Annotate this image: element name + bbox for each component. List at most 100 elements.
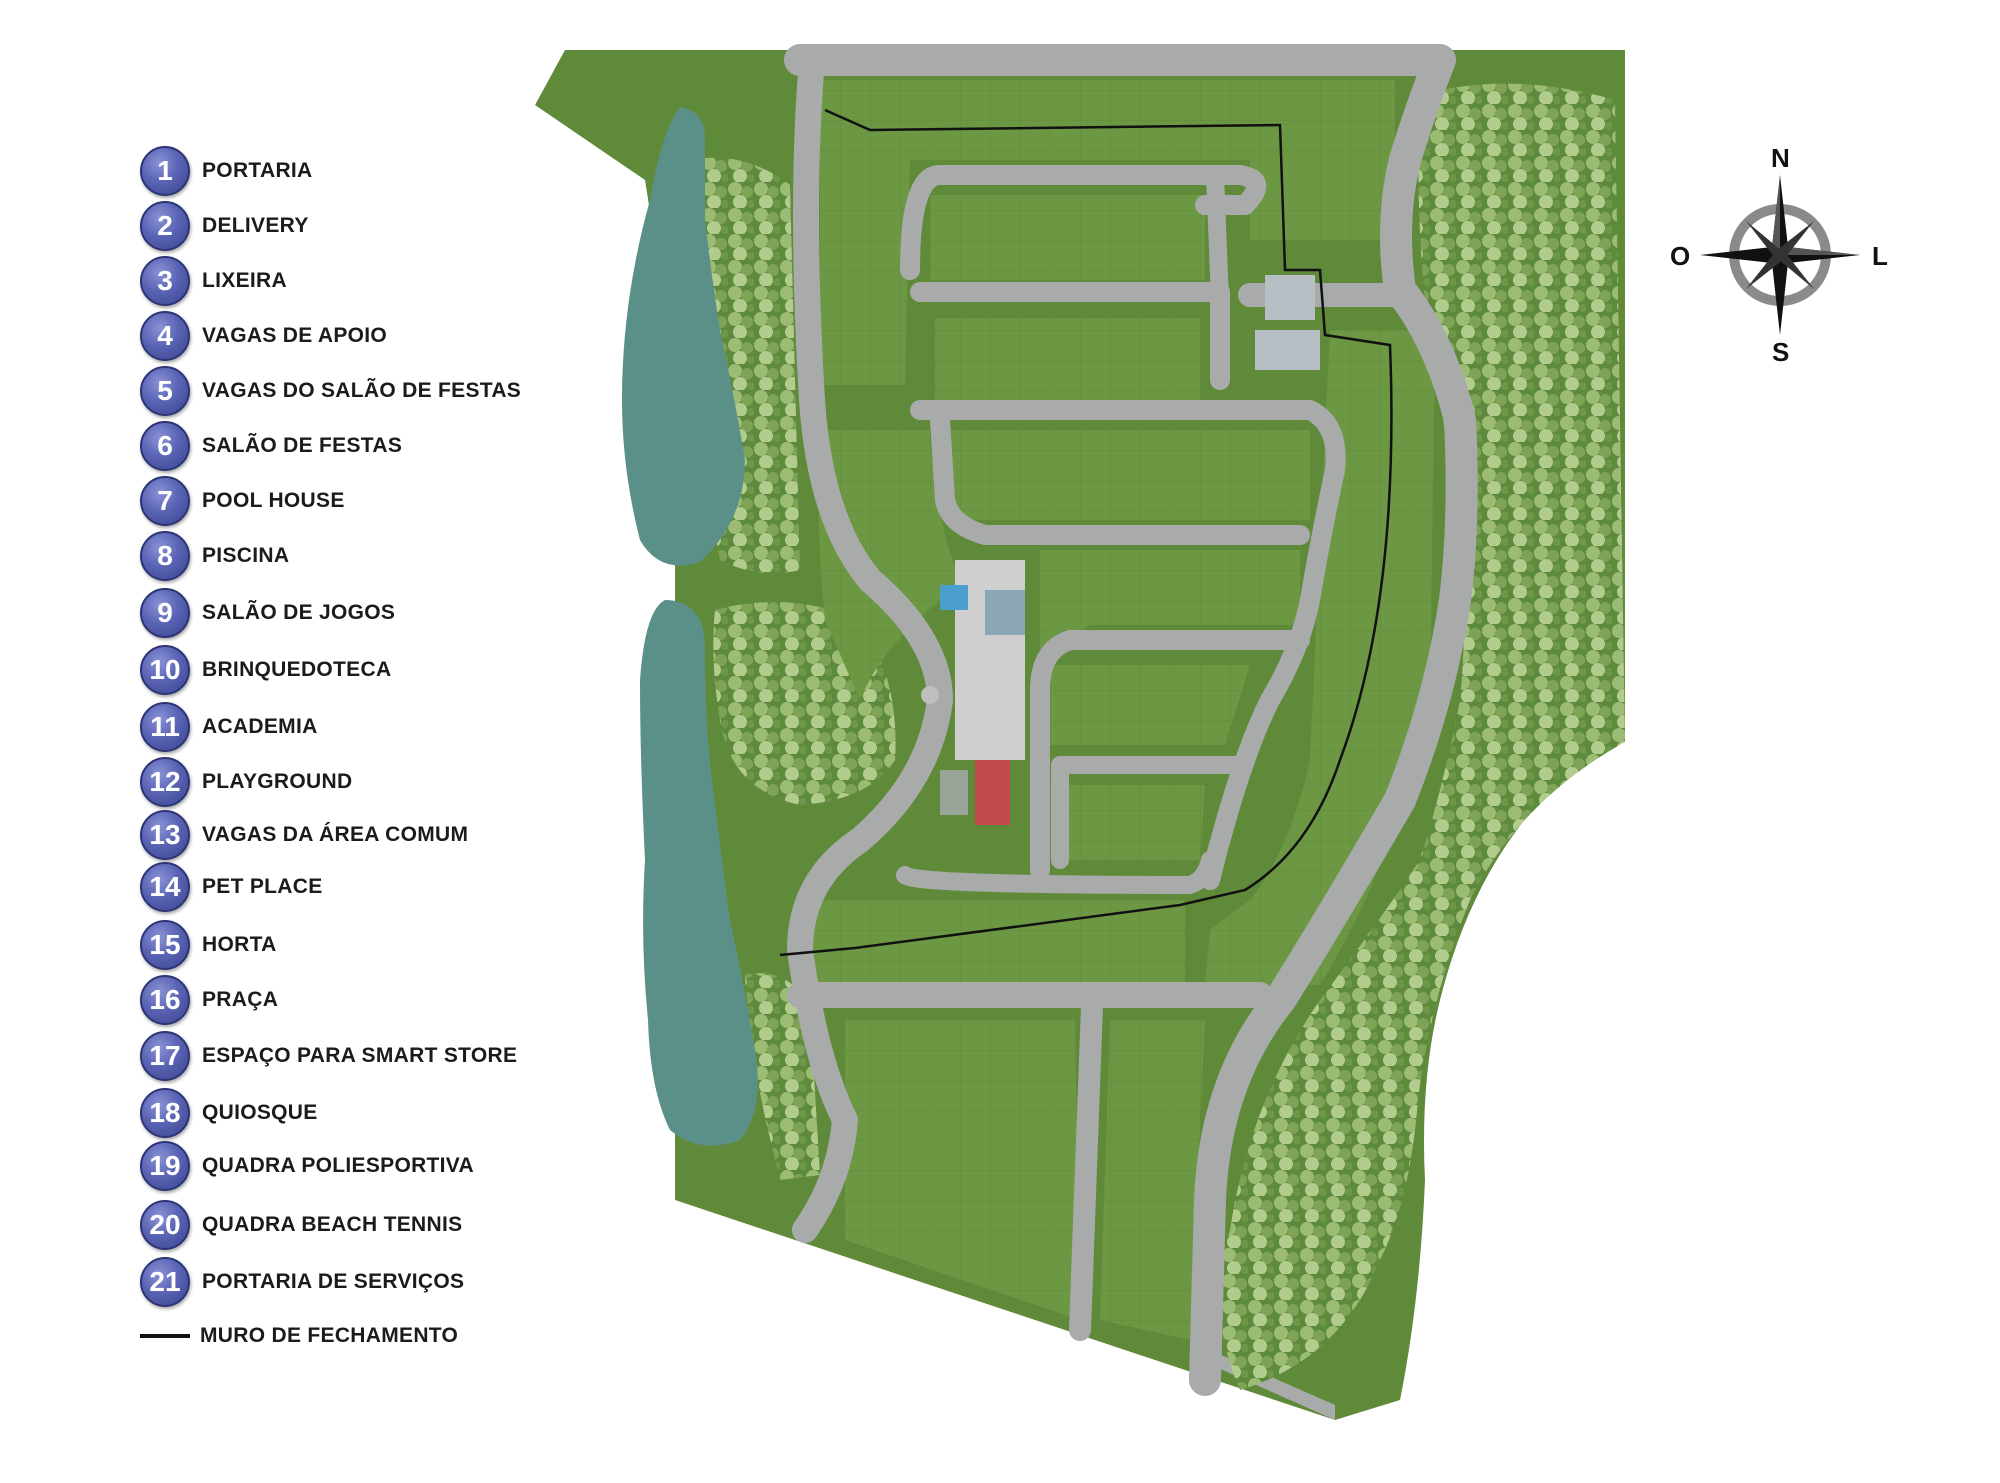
legend-item: 10 BRINQUEDOTECA [140, 645, 391, 695]
number-badge: 6 [140, 421, 190, 471]
compass-south: S [1772, 337, 1790, 367]
number-badge: 18 [140, 1088, 190, 1138]
legend-item: 21 PORTARIA DE SERVIÇOS [140, 1257, 464, 1307]
legend-item: 4 VAGAS DE APOIO [140, 311, 387, 361]
legend-label: BRINQUEDOTECA [202, 658, 392, 681]
legend-item: 8 PISCINA [140, 531, 289, 581]
legend-label: SALÃO DE FESTAS [202, 434, 403, 457]
legend-label: QUIOSQUE [202, 1101, 318, 1124]
legend-label: LIXEIRA [202, 269, 287, 292]
service-gate [1255, 330, 1320, 370]
number-badge: 19 [140, 1141, 190, 1191]
legend-item: 11 ACADEMIA [140, 702, 318, 752]
legend-label: PLAYGROUND [202, 770, 353, 793]
number-badge: 15 [140, 920, 190, 970]
number-badge: 17 [140, 1031, 190, 1081]
legend-item: 18 QUIOSQUE [140, 1088, 318, 1138]
legend-item: 12 PLAYGROUND [140, 757, 352, 807]
lots-northwest [820, 80, 1395, 385]
legend-label: PISCINA [202, 544, 290, 567]
number-badge: 3 [140, 256, 190, 306]
number-badge: 1 [140, 146, 190, 196]
central-loop [930, 410, 1310, 545]
legend-item: 20 QUADRA BEACH TENNIS [140, 1200, 462, 1250]
legend-item: 15 HORTA [140, 920, 277, 970]
clubhouse-area [921, 275, 1320, 825]
inner-loop-north [900, 165, 1267, 280]
roads [784, 44, 1478, 1396]
number-badge: 9 [140, 588, 190, 638]
kiosk [921, 686, 939, 704]
mid-loop [1030, 630, 1310, 880]
south-row-road [896, 851, 1219, 894]
south-spur [1069, 994, 1103, 1341]
pet-place [940, 770, 968, 815]
legend-item: 17 ESPAÇO PARA SMART STORE [140, 1031, 517, 1081]
legend-label: PORTARIA DE SERVIÇOS [202, 1270, 465, 1293]
lots-south-left [845, 1020, 1080, 1320]
lots-mid-block [1040, 550, 1300, 690]
legend-label: VAGAS DE APOIO [202, 324, 388, 347]
legend-item: 13 VAGAS DA ÁREA COMUM [140, 810, 468, 860]
number-badge: 8 [140, 531, 190, 581]
gatehouse [1265, 275, 1315, 320]
number-badge: 2 [140, 201, 190, 251]
legend-label: PORTARIA [202, 159, 313, 182]
compass-east: L [1872, 241, 1888, 271]
legend-label: PRAÇA [202, 988, 279, 1011]
forest-east [1219, 83, 1625, 1391]
lots-south-block [1045, 665, 1250, 745]
number-badge: 12 [140, 757, 190, 807]
pool [940, 585, 968, 610]
legend-item: 19 QUADRA POLIESPORTIVA [140, 1141, 474, 1191]
compass-north: N [1771, 143, 1790, 173]
lots-north-row1 [930, 195, 1205, 280]
legend-label: MURO DE FECHAMENTO [200, 1324, 459, 1347]
lake-south [640, 600, 758, 1146]
legend-item: 3 LIXEIRA [140, 256, 287, 306]
legend-label: PET PLACE [202, 875, 323, 898]
compass-rose: N S O L [1660, 143, 1900, 367]
closing-wall [779, 108, 1393, 957]
number-badge: 20 [140, 1200, 190, 1250]
lots-south-right [1100, 1020, 1205, 1340]
legend-label: QUADRA BEACH TENNIS [202, 1213, 463, 1236]
legend-label: VAGAS DA ÁREA COMUM [202, 823, 469, 846]
legend-label: DELIVERY [202, 214, 309, 237]
legend-label: ESPAÇO PARA SMART STORE [202, 1044, 518, 1067]
outer-north-road [784, 44, 1478, 1396]
legend-item: 14 PET PLACE [140, 862, 323, 912]
number-badge: 11 [140, 702, 190, 752]
compass-west: O [1670, 241, 1691, 271]
legend-item: 2 DELIVERY [140, 201, 309, 251]
courts [975, 760, 1010, 825]
compass-icon [1700, 175, 1860, 335]
south-inner-loop [1051, 756, 1249, 869]
legend-item: 16 PRAÇA [140, 975, 278, 1025]
number-badge: 21 [140, 1257, 190, 1307]
number-badge: 7 [140, 476, 190, 526]
legend-item: 5 VAGAS DO SALÃO DE FESTAS [140, 366, 521, 416]
legend-label: ACADEMIA [202, 715, 318, 738]
legend-label: POOL HOUSE [202, 489, 345, 512]
legend-label: HORTA [202, 933, 277, 956]
number-badge: 10 [140, 645, 190, 695]
number-badge: 16 [140, 975, 190, 1025]
legend-label: VAGAS DO SALÃO DE FESTAS [202, 379, 522, 402]
north-spur [1206, 166, 1229, 309]
lake-north [622, 107, 745, 566]
number-badge: 13 [140, 810, 190, 860]
west-road [787, 47, 953, 1243]
lots-central-row [950, 430, 1310, 520]
legend-item-wall: MURO DE FECHAMENTO [140, 1311, 458, 1361]
legend-label: QUADRA POLIESPORTIVA [202, 1154, 475, 1177]
number-badge: 4 [140, 311, 190, 361]
lots-north-row2 [935, 318, 1200, 400]
lots-south-block-2 [1050, 785, 1205, 860]
legend-item: 1 PORTARIA [140, 146, 313, 196]
number-badge: 14 [140, 862, 190, 912]
number-badge: 5 [140, 366, 190, 416]
lots-southwest-band [810, 900, 1185, 985]
